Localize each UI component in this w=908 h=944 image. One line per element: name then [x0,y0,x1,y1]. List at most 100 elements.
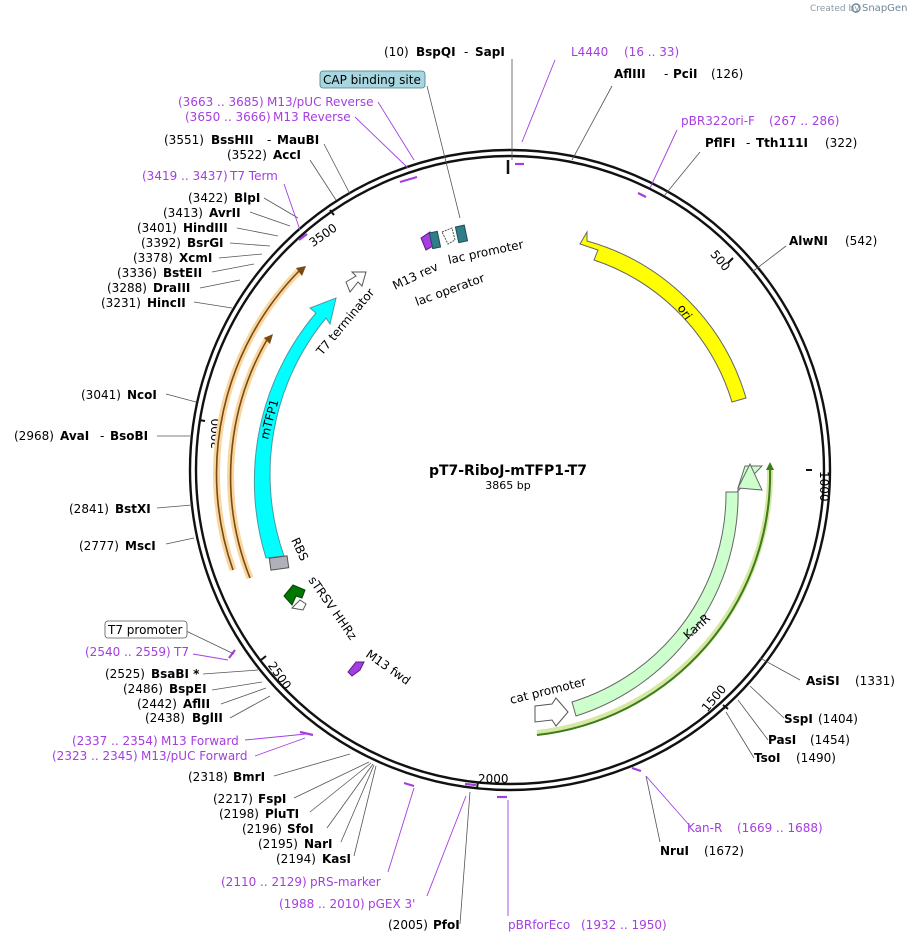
rbs-feature[interactable] [268,555,290,571]
svg-text:(126): (126) [711,67,743,81]
svg-text:TsoI: TsoI [754,751,780,765]
svg-text:BglII: BglII [192,711,223,725]
cat-promoter-feature[interactable] [534,697,569,727]
svg-text:pGEX 3': pGEX 3' [368,897,415,911]
svg-text:pRS-marker: pRS-marker [310,875,381,889]
lac-operator-feature[interactable] [428,230,442,250]
site-BspQI-SapI[interactable]: (10) BspQI - SapI [384,45,505,59]
site-FspI[interactable]: (2217) FspI [213,792,286,806]
svg-text:FspI: FspI [258,792,286,806]
t7-promoter-label[interactable]: T7 promoter [104,620,188,639]
svg-text:(1988 .. 2010): (1988 .. 2010) [279,897,365,911]
svg-text:AccI: AccI [273,148,301,162]
site-HincII[interactable]: (3231) HincII [101,296,186,310]
site-BmrI[interactable]: (2318) BmrI [188,770,265,784]
primer-T7-Term[interactable]: (3419 .. 3437) T7 Term [142,169,278,183]
site-BstEII[interactable]: (3336) BstEII [117,266,202,280]
primer-pRS-marker[interactable]: (2110 .. 2129) pRS-marker [221,875,381,889]
svg-text:AflII: AflII [183,697,210,711]
site-AflIII-PciI[interactable]: AflIII - PciI (126) [614,67,743,81]
svg-text:MauBI: MauBI [277,133,319,147]
t7-terminator-feature[interactable] [345,271,367,293]
mtfp1-feature[interactable] [253,297,337,559]
site-BsaBI[interactable]: (2525) BsaBI * [105,667,200,681]
primer-M13-Forward[interactable]: (2337 .. 2354) M13 Forward [72,734,239,748]
svg-text:(16 .. 33): (16 .. 33) [624,45,679,59]
mtfp1-label: mTFP1 [257,398,281,441]
plasmid-length: 3865 bp [485,479,530,492]
svg-text:(3422): (3422) [188,191,228,205]
mtfp1-orf-inner-line [229,337,269,579]
site-BssHII-MauBI[interactable]: (3551) BssHII - MauBI [164,133,319,147]
cap-site-feature[interactable] [454,224,469,244]
site-SfoI[interactable]: (2196) SfoI [242,822,314,836]
site-NruI[interactable]: NruI (1672) [660,844,744,858]
site-AccI[interactable]: (3522) AccI [227,148,301,162]
site-BspEI[interactable]: (2486) BspEI [123,682,207,696]
site-PasI[interactable]: PasI (1454) [768,733,850,747]
backbone-outer-ring [188,148,832,792]
svg-text:(2486): (2486) [123,682,163,696]
m13-fwd-feature[interactable] [347,661,365,677]
primer-L4440[interactable]: L4440 (16 .. 33) [571,45,679,59]
site-NarI[interactable]: (2195) NarI [258,837,333,851]
svg-text:(2110 .. 2129): (2110 .. 2129) [221,875,307,889]
svg-text:AsiSI: AsiSI [806,674,840,688]
svg-text:Tth111I: Tth111I [756,136,808,150]
primer-M13-pUC-Reverse[interactable]: (3663 .. 3685) M13/pUC Reverse [178,95,374,109]
site-KasI[interactable]: (2194) KasI [276,852,351,866]
kanr-feature[interactable] [571,465,764,717]
site-SspI[interactable]: SspI (1404) [784,712,858,726]
m13-fwd-label: M13 fwd [363,647,413,688]
site-BstXI[interactable]: (2841) BstXI [69,502,151,516]
strsv-outline-feature [290,599,307,611]
primer-pGEX3[interactable]: (1988 .. 2010) pGEX 3' [279,897,415,911]
svg-text:T7: T7 [173,645,189,659]
svg-text:SapI: SapI [475,45,505,59]
svg-text:(3663 .. 3685): (3663 .. 3685) [178,95,264,109]
site-MscI[interactable]: (2777) MscI [79,539,156,553]
lac-promoter-feature[interactable] [441,227,456,245]
site-TsoI[interactable]: TsoI (1490) [754,751,836,765]
tick-2500: 2500 [260,655,294,692]
site-AlwNI[interactable]: AlwNI (542) [789,234,877,248]
svg-text:2000: 2000 [478,772,509,786]
backbone-inner-ring [194,154,826,786]
cap-binding-site-label[interactable]: CAP binding site [319,70,426,89]
primer-T7[interactable]: (2540 .. 2559) T7 [85,645,189,659]
site-BsrGI[interactable]: (3392) BsrGI [141,236,224,250]
site-PluTI[interactable]: (2198) PluTI [219,807,299,821]
primer-leader-lines [192,59,691,916]
primer-Kan-R[interactable]: Kan-R (1669 .. 1688) [687,821,823,835]
site-PflFI-Tth111I[interactable]: PflFI - Tth111I (322) [705,136,857,150]
site-AsiSI[interactable]: AsiSI (1331) [806,674,895,688]
site-BglII[interactable]: (2438) BglII [145,711,223,725]
site-DraIII[interactable]: (3288) DraIII [107,281,190,295]
site-AflII[interactable]: (2442) AflII [137,697,210,711]
primer-pBRforEco[interactable]: pBRforEco (1932 .. 1950) [508,918,667,932]
site-HindIII[interactable]: (3401) HindIII [137,221,228,235]
site-NcoI[interactable]: (3041) NcoI [81,388,157,402]
svg-text:(3041): (3041) [81,388,121,402]
svg-text:PflFI: PflFI [705,136,735,150]
svg-text:AflIII: AflIII [614,67,646,81]
site-BlpI[interactable]: (3422) BlpI [188,191,260,205]
svg-text:(1672): (1672) [704,844,744,858]
svg-text:(3336): (3336) [117,266,157,280]
primer-M13-Reverse[interactable]: (3650 .. 3666) M13 Reverse [185,110,351,124]
site-AvaI-BsoBI[interactable]: (2968) AvaI - BsoBI [14,429,148,443]
strsv-feature[interactable] [283,584,306,606]
primer-M13-pUC-Forward[interactable]: (2323 .. 2345) M13/pUC Forward [52,749,248,763]
svg-text:M13 Forward: M13 Forward [161,734,239,748]
plasmid-name: pT7-RiboJ-mTFP1-T7 [429,463,587,479]
ori-feature[interactable] [579,230,747,403]
primer-pBR322ori-F[interactable]: pBR322ori-F (267 .. 286) [681,114,839,128]
site-PfoI[interactable]: (2005) PfoI [388,918,460,932]
site-XcmI[interactable]: (3378) XcmI [133,251,212,265]
svg-text:(3378): (3378) [133,251,173,265]
svg-text:(2196): (2196) [242,822,282,836]
svg-text:(1669 .. 1688): (1669 .. 1688) [737,821,823,835]
svg-text:L4440: L4440 [571,45,608,59]
site-AvrII[interactable]: (3413) AvrII [163,206,241,220]
